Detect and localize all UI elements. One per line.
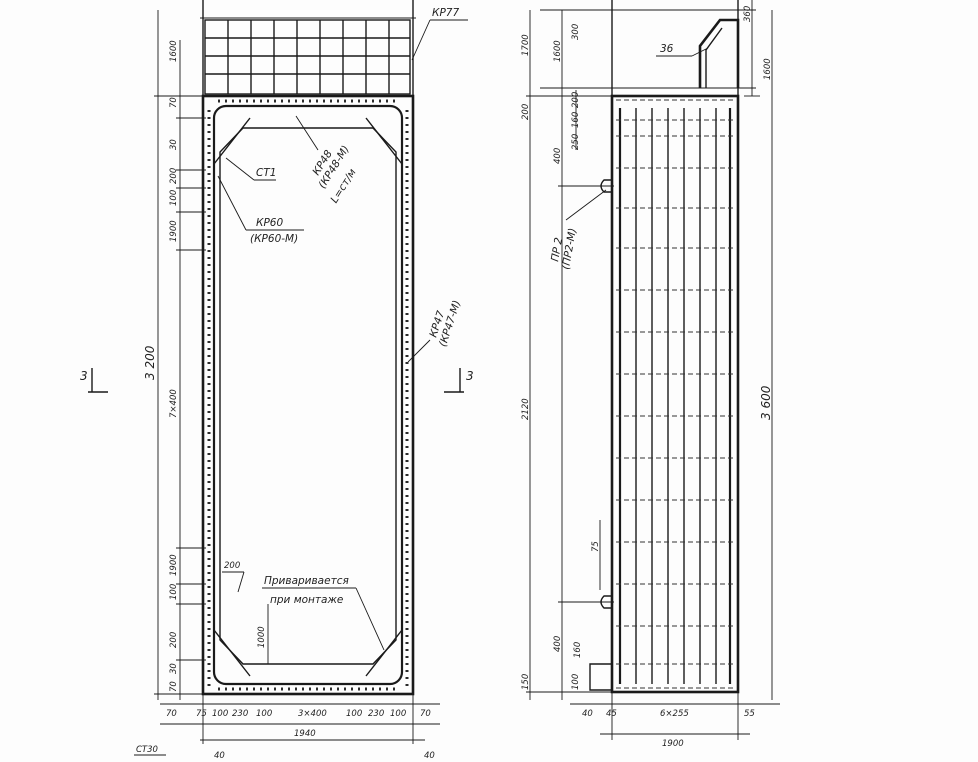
front-bottom-100a: 100 [212, 709, 228, 719]
side-small-160: 160 [573, 642, 583, 658]
front-bottom-70b: 70 [420, 709, 431, 719]
front-dim-100b: 100 [169, 584, 179, 600]
front-bottom-75: 75 [196, 709, 207, 719]
label-200: 200 [224, 561, 240, 571]
front-dim-1600: 1600 [169, 40, 179, 62]
front-total-height: 3 200 [143, 345, 157, 380]
side-bottom-45: 45 [606, 709, 617, 719]
label-pr2-alt: (ПР2-М) [560, 227, 579, 270]
front-view: 1600 70 30 200 100 1900 7×400 1900 100 2… [80, 0, 474, 761]
side-outline [610, 94, 740, 694]
front-bottom-230a: 230 [232, 709, 248, 719]
front-dim-70b: 70 [169, 681, 179, 692]
side-bottom-40: 40 [582, 709, 593, 719]
side-dim-2120: 2120 [521, 398, 531, 420]
front-dim-100: 100 [169, 190, 179, 206]
side-view: 36 [521, 0, 780, 749]
front-dim-1900a: 1900 [169, 220, 179, 242]
top-bracket [698, 18, 740, 88]
front-bottom-total: 1940 [294, 729, 316, 739]
label-kr60: КР60 [256, 217, 283, 229]
front-bottom-100d: 100 [390, 709, 406, 719]
bottom-step [589, 663, 612, 691]
top-mesh-kr77 [204, 19, 411, 95]
label-pr2: ПР 2 [549, 236, 565, 262]
side-inner-300: 300 [571, 24, 581, 40]
label-kr60-alt: (КР60-М) [250, 233, 298, 245]
side-right-360: 360 [743, 6, 753, 22]
front-dim-7x400: 7×400 [169, 389, 179, 418]
side-dim-400a: 400 [553, 148, 563, 164]
front-bottom-3x400: 3×400 [298, 709, 327, 719]
column-outline [201, 94, 415, 696]
note-at-install: при монтаже [270, 594, 343, 606]
side-dim-200: 200 [521, 104, 531, 120]
front-dim-200: 200 [169, 168, 179, 184]
front-dim-30: 30 [169, 139, 179, 150]
side-dim-1600: 1600 [553, 40, 563, 62]
front-dim-200b: 200 [169, 632, 179, 648]
side-dim-1700: 1700 [521, 34, 531, 56]
front-bottom-100b: 100 [256, 709, 272, 719]
reinforcement-cage [212, 104, 404, 686]
side-right-total: 3 600 [759, 385, 773, 420]
section-marker-right: 3 [466, 369, 474, 383]
label-36: 36 [660, 43, 674, 55]
note-welded: Приваривается [264, 575, 349, 587]
side-inner-160: 160 [571, 112, 581, 128]
label-kr77: КР77 [432, 7, 459, 19]
side-bottom-6x255: 6×255 [660, 709, 689, 719]
side-bottom-total: 1900 [662, 739, 684, 749]
label-group-pr2: ПР 2 (ПР2-М) [549, 227, 579, 270]
front-inner-1000: 1000 [257, 626, 267, 648]
side-small-75: 75 [591, 541, 601, 552]
front-dim-70: 70 [169, 97, 179, 108]
front-dim-1900b: 1900 [169, 554, 179, 576]
front-bottom-100c: 100 [346, 709, 362, 719]
front-bottom-70: 70 [166, 709, 177, 719]
label-group-kr48: КР48 (КР48-М) L=ст/м [310, 143, 358, 205]
side-dim-100: 100 [571, 674, 581, 690]
side-dim-150: 150 [521, 674, 531, 690]
label-st1: СТ1 [256, 167, 276, 179]
side-dim-400b: 400 [553, 636, 563, 652]
front-extra-40b: 40 [424, 751, 435, 761]
label-st30: СТ30 [136, 745, 158, 755]
front-dim-30b: 30 [169, 663, 179, 674]
front-extra-40a: 40 [214, 751, 225, 761]
front-bottom-230b: 230 [368, 709, 384, 719]
side-inner-250: 250 [571, 134, 581, 150]
side-horizontal-bars [616, 119, 734, 665]
side-inner-200: 200 [571, 92, 581, 108]
section-marker-left: 3 [80, 369, 88, 383]
side-bottom-55: 55 [744, 709, 755, 719]
label-group-kr47: КР47 (КР47-М) [427, 299, 463, 349]
side-right-1600: 1600 [763, 58, 773, 80]
